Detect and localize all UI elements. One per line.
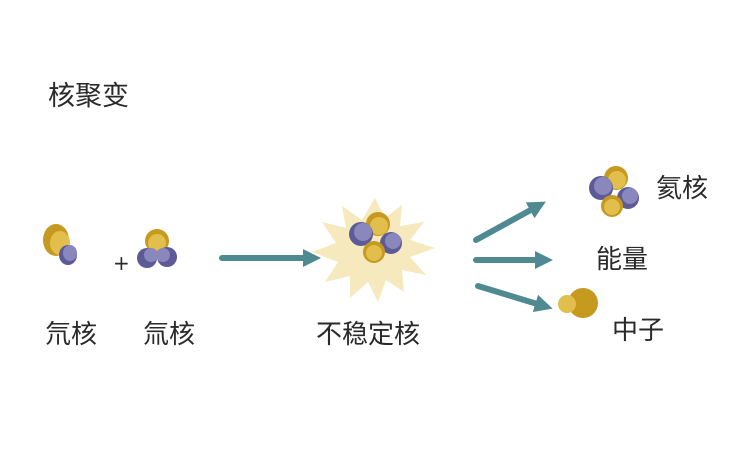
arrow-to-neutron — [475, 283, 553, 313]
label-unstable-nucleus: 不稳定核 — [316, 320, 421, 350]
plus-sign: + — [113, 251, 130, 275]
helium-nucleus — [589, 166, 639, 217]
deuterium-nucleus — [43, 224, 77, 265]
tritium-nucleus — [137, 229, 177, 268]
label-deuterium: 氘核 — [45, 320, 98, 350]
label-tritium: 氚核 — [143, 320, 196, 350]
unstable-nucleus — [349, 212, 402, 263]
arrow-to-helium — [473, 201, 546, 243]
page-title: 核聚变 — [48, 81, 129, 112]
label-neutron: 中子 — [612, 316, 665, 346]
neutron-particle — [558, 288, 598, 318]
label-energy: 能量 — [596, 245, 649, 275]
label-helium: 氦核 — [656, 174, 709, 204]
